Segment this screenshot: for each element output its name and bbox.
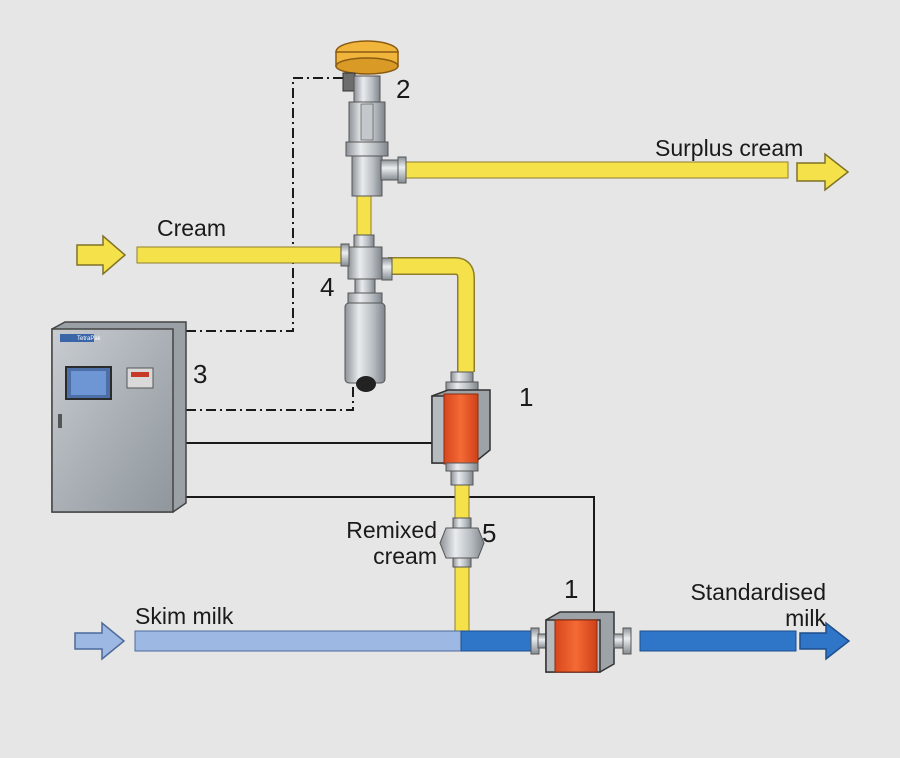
cream-inlet-arrow [76,234,127,276]
cream-riser-pipe [356,194,372,238]
surplus-cream-pipe [401,161,789,179]
signal-lines [186,77,595,612]
skim-milk-pipe [134,630,462,652]
standardised-milk-label-line2: milk [785,605,826,631]
standardised-milk-arrow [799,621,851,661]
number-meter-1-lower: 1 [564,574,578,604]
remixed-cream-label-line2: cream [373,543,437,569]
check-valve-5 [439,517,485,568]
standardised-pipe-out [639,630,797,652]
panel-indicator-icon [126,367,154,389]
cabinet-logo-text: TetraPak [77,336,102,342]
signal-line-valve-4 [186,384,354,411]
remix-pipe-mid [454,483,470,523]
flow-meter-1-lower [530,611,632,673]
standardised-pipe-in [460,630,534,652]
cabinet-logo [60,334,94,342]
number-check-valve-5: 5 [482,518,496,548]
signal-line-valve-2 [186,77,343,332]
skim-milk-arrow [74,621,126,661]
valve-base-icon [356,376,376,392]
remix-pipe-outline [388,257,475,372]
remixed-cream-label-line1: Remixed [346,517,437,543]
cabinet-handle-icon [58,414,62,428]
skim-milk-label: Skim milk [135,603,234,629]
signal-line-meter-lower [186,496,595,612]
cream-label: Cream [157,215,226,241]
standardised-milk-label-line1: Standardised [690,579,826,605]
remix-pipe-lower [454,564,470,632]
control-valve-2 [335,40,407,197]
number-meter-1-upper: 1 [519,382,533,412]
number-cabinet-3: 3 [193,359,207,389]
cream-inlet-pipe [136,246,353,264]
meter-core-icon [443,393,479,465]
milk-pipes [134,630,797,652]
remix-pipe-upper [388,258,474,372]
number-valve-4: 4 [320,272,334,302]
control-valve-4 [340,234,393,392]
surplus-cream-arrow [796,152,850,192]
number-valve-2: 2 [396,74,410,104]
surplus-cream-label: Surplus cream [655,135,803,161]
flow-meter-1-upper [431,371,491,486]
control-cabinet-3 [51,321,187,513]
